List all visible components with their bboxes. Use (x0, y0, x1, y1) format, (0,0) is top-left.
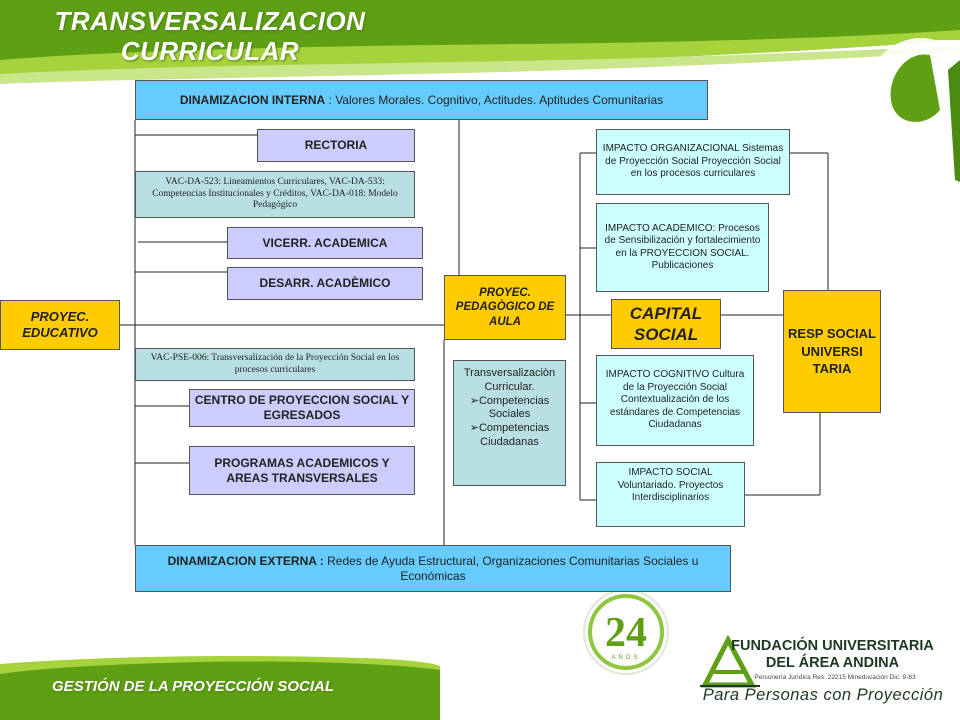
footer-decoration: 24 AÑOS (0, 589, 760, 720)
logo-legal-text: Personería Jurídica Res. 22215 Mineducac… (754, 674, 916, 681)
header-decoration (0, 0, 960, 182)
dinamizacion-interna-text: : Valores Morales. Cognitivo, Actitudes.… (325, 92, 664, 107)
vicerr-academica-box: VICERR. ACADEMICA (227, 227, 423, 259)
programas-academicos-box: PROGRAMAS ACADEMICOS Y AREAS TRANSVERSAL… (189, 446, 415, 495)
rectoria-box: RECTORIA (257, 129, 415, 162)
fundacion-logo-icon (700, 634, 760, 688)
arrow-bullet-icon: ➢ (469, 422, 479, 434)
impacto-organizacional-box: IMPACTO ORGANIZACIONAL Sistemas de Proye… (596, 129, 790, 195)
proyec-pedagogico-box: PROYEC. PEDAGÒGICO DE AULA (444, 275, 566, 340)
impacto-social-box: IMPACTO SOCIAL Voluntariado. Proyectos I… (596, 462, 745, 527)
svg-text:24: 24 (605, 610, 647, 656)
capital-social-box: CAPITAL SOCIAL (611, 299, 721, 349)
proyec-educativo-box: PROYEC. EDUCATIVO (0, 300, 120, 350)
logo-slogan: Para Personas con Proyección (702, 686, 944, 704)
vac-pse-box: VAC-PSE-006: Transversalización de la Pr… (135, 348, 415, 381)
transversalizacion-box: Transversalizaciòn Curricular. ➢Competen… (453, 360, 566, 486)
transversalizacion-heading: Transversalizaciòn Curricular. (463, 367, 556, 393)
competencias-sociales-item: ➢Competencias Sociales (469, 394, 550, 421)
desarr-academico-box: DESARR. ACADÈMICO (227, 267, 423, 300)
competencias-ciudadanas-item: ➢Competencias Ciudadanas (469, 422, 550, 448)
dinamizacion-interna-label: DINAMIZACION INTERNA (179, 92, 326, 107)
dinamizacion-externa-box: DINAMIZACION EXTERNA : Redes de Ayuda Es… (135, 545, 731, 592)
impacto-cognitivo-box: IMPACTO COGNITIVO Cultura de la Proyecci… (596, 355, 754, 446)
resp-social-box: RESP SOCIAL UNIVERSI TARIA (783, 290, 881, 413)
footer-title: GESTIÓN DE LA PROYECCIÓN SOCIAL (52, 678, 334, 695)
centro-proyeccion-box: CENTRO DE PROYECCION SOCIAL Y EGRESADOS (189, 389, 415, 427)
logo-name: FUNDACIÓN UNIVERSITARIA DEL ÁREA ANDINA (731, 638, 934, 671)
impacto-academico-box: IMPACTO ACADEMICO: Procesos de Sensibili… (596, 203, 769, 292)
anniversary-24-emblem: 24 AÑOS (583, 589, 669, 675)
dinamizacion-interna-box: DINAMIZACION INTERNA : Valores Morales. … (135, 80, 708, 120)
page-title: TRANSVERSALIZACION CURRICULAR (54, 6, 366, 66)
svg-text:AÑOS: AÑOS (611, 654, 640, 661)
dinamizacion-externa-label: DINAMIZACION EXTERNA : (167, 553, 324, 568)
arrow-bullet-icon: ➢ (469, 394, 479, 407)
dinamizacion-externa-text: Redes de Ayuda Estructural, Organizacion… (323, 553, 699, 583)
emblem-a-icon (868, 38, 960, 182)
vac-da-box: VAC-DA-523: Lineamientos Curriculares, V… (135, 171, 415, 218)
